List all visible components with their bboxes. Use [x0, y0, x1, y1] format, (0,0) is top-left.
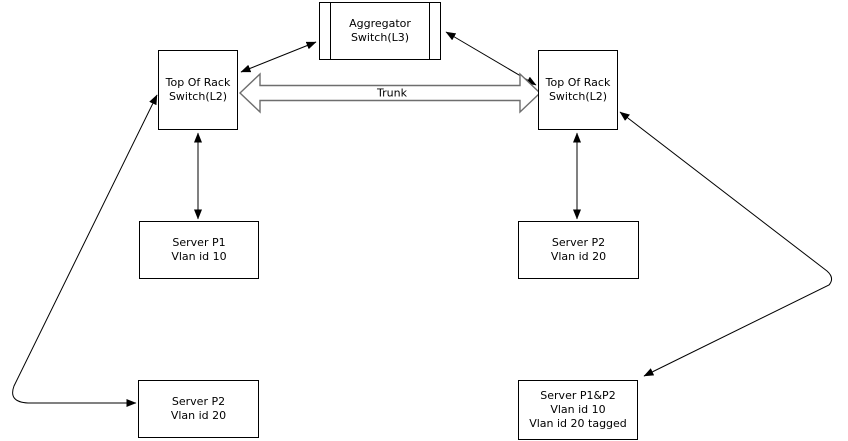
node-aggregator-switch: Aggregator Switch(L3): [319, 2, 441, 60]
trunk-label: Trunk: [375, 86, 409, 100]
aggregator-left-bar: [330, 3, 331, 59]
node-label: Top Of Rack: [545, 76, 611, 89]
node-label: Server P2: [171, 395, 226, 408]
node-label: Vlan id 10: [550, 403, 606, 416]
edge-aggregator-tor-left: [240, 41, 317, 73]
node-label: Vlan id 20: [170, 409, 227, 422]
node-label: Aggregator: [349, 17, 411, 30]
node-server-p1: Server P1 Vlan id 10: [139, 221, 259, 279]
node-label: Switch(L3): [350, 31, 410, 44]
node-label: Vlan id 10: [171, 250, 227, 263]
aggregator-right-bar: [429, 3, 430, 59]
node-label: Server P1: [172, 236, 226, 249]
node-label: Switch(L2): [548, 90, 608, 103]
node-label: Vlan id 20 tagged: [529, 417, 627, 430]
node-label: Vlan id 20: [550, 250, 607, 263]
node-server-p2-bottom: Server P2 Vlan id 20: [138, 380, 259, 438]
node-tor-switch-right: Top Of Rack Switch(L2): [538, 50, 618, 130]
node-label: Top Of Rack: [165, 76, 231, 89]
edge-tor-right-server-p1p2: [619, 111, 833, 377]
node-server-p1p2: Server P1&P2 Vlan id 10 Vlan id 20 tagge…: [518, 380, 638, 440]
node-server-p2-top: Server P2 Vlan id 20: [518, 221, 639, 279]
node-label: Switch(L2): [168, 90, 228, 103]
node-tor-switch-left: Top Of Rack Switch(L2): [158, 50, 238, 130]
node-label: Server P1&P2: [540, 389, 616, 402]
node-label: Server P2: [551, 236, 606, 249]
edge-tor-left-server-p2-bottom: [12, 94, 158, 407]
